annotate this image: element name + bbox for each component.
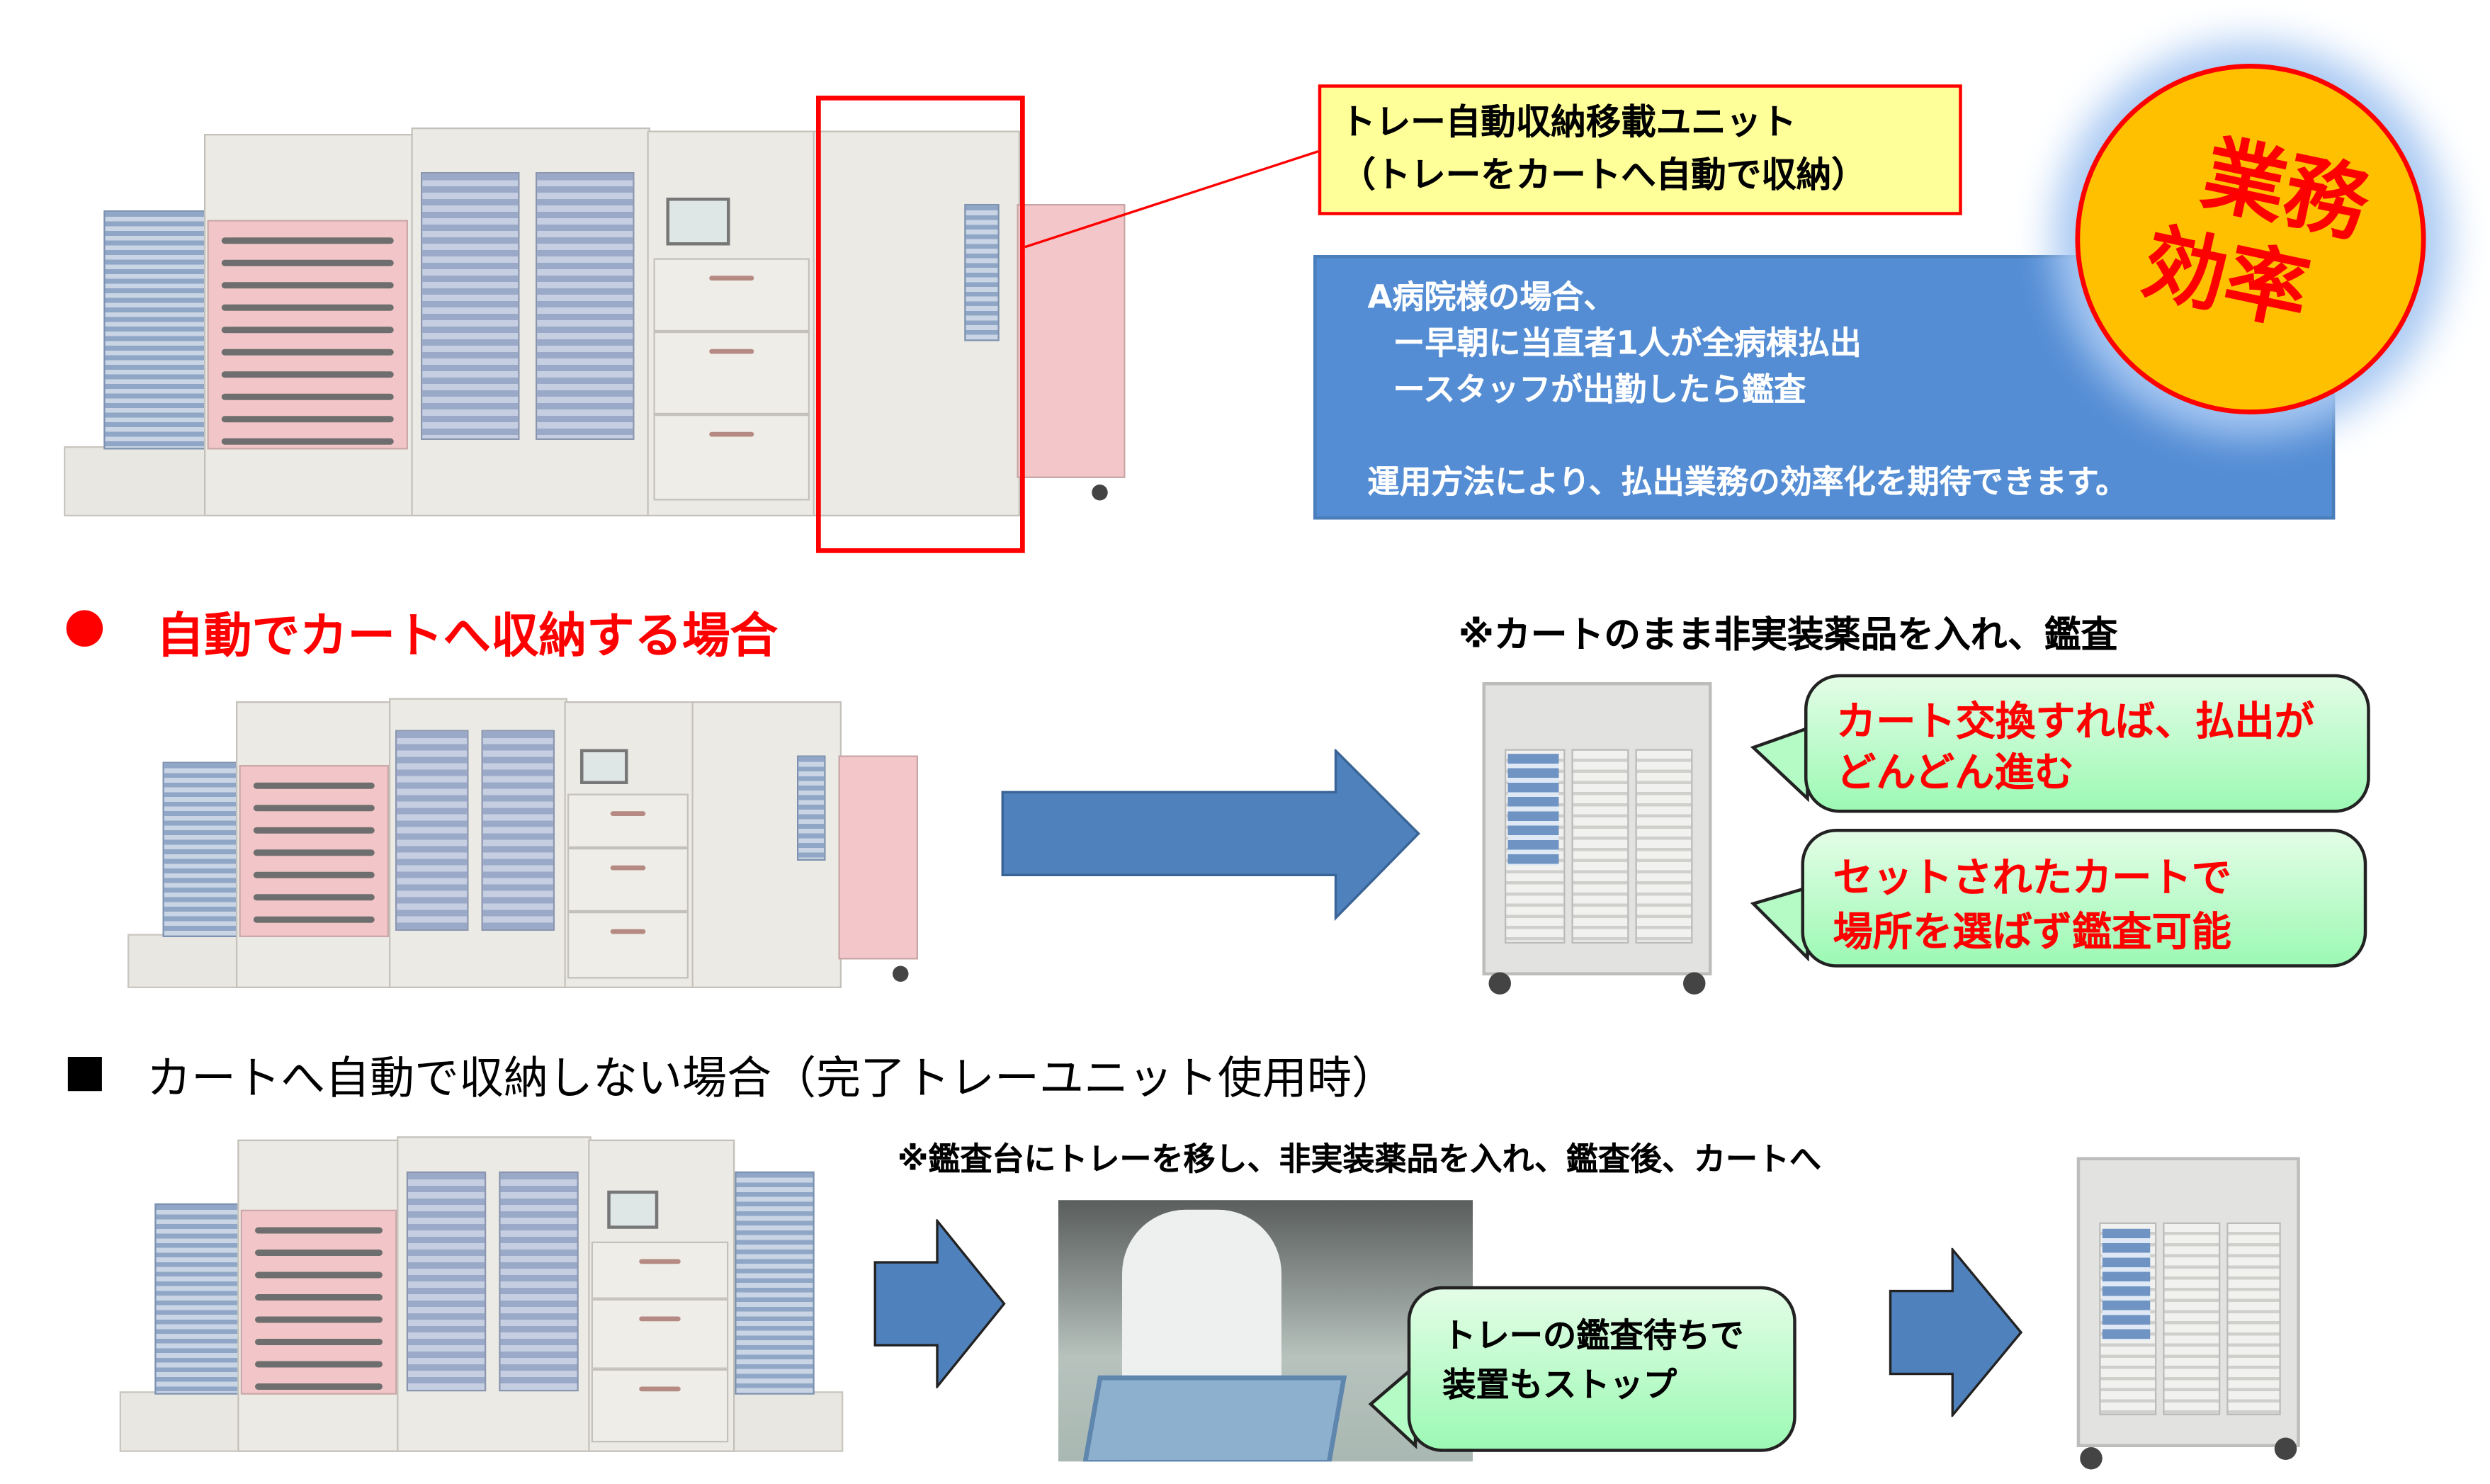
right-arrow-icon (873, 1219, 1006, 1388)
callout-line2: （トレーをカートへ自動で収納） (1340, 156, 1867, 196)
speech-bubble-machine-stop: トレーの鑑査待ちで 装置もストップ (1407, 1286, 1796, 1452)
section1-title: 自動でカートへ収納する場合 (156, 608, 779, 665)
dispensing-machine-with-cart (128, 698, 924, 995)
section2-title: カートへ自動で収納しない場合（完了トレーユニット使用時） (147, 1052, 1397, 1105)
right-arrow-icon (1889, 1247, 2023, 1417)
section1-bullet: ● (64, 597, 106, 654)
inspection-photo (1058, 1200, 1473, 1462)
callout-line1: トレー自動収納移載ユニット (1340, 103, 1796, 144)
section1-note: ※カートのまま非実装薬品を入れ、鑑査 (1458, 615, 2118, 657)
info-line3: ースタッフが出勤したら鑑査 (1393, 370, 1806, 408)
bubble2-line1: セットされたカートで (1833, 854, 2232, 901)
section2-note: ※鑑査台にトレーを移し、非実装薬品を入れ、鑑査後、カートへ (897, 1139, 1821, 1178)
bubble2-line2: 場所を選ばず鑑査可能 (1833, 908, 2232, 955)
info-line4: 運用方法により、払出業務の効率化を期待できます。 (1367, 462, 2128, 501)
bubble3-line1: トレーの鑑査待ちで (1442, 1316, 1744, 1355)
tray-figure (1082, 1375, 1347, 1462)
medicine-cart-image (2076, 1157, 2300, 1470)
dispensing-machine-with-tray-unit (119, 1136, 845, 1461)
speech-bubble-cart-exchange: カート交換すれば、払出が どんどん進む (1804, 674, 2370, 813)
right-arrow-icon (1001, 749, 1420, 922)
medicine-cart-image (1482, 682, 1712, 995)
unit-callout: トレー自動収納移載ユニット （トレーをカートへ自動で収納） (1318, 84, 1962, 215)
bubble1-line2: どんどん進む (1836, 749, 2074, 795)
dispensing-machine-top (64, 128, 1126, 529)
section2-bullet: ■ (64, 1043, 106, 1097)
highlight-frame (816, 96, 1025, 553)
info-line1: A病院様の場合、 (1367, 277, 1616, 316)
speech-bubble-inspection-anywhere: セットされたカートで 場所を選ばず鑑査可能 (1801, 829, 2367, 968)
bubble1-line1: カート交換すれば、払出が (1836, 698, 2315, 744)
info-line2: ー早朝に当直者1人が全病棟払出 (1393, 323, 1862, 362)
bubble3-line2: 装置もストップ (1442, 1366, 1677, 1405)
